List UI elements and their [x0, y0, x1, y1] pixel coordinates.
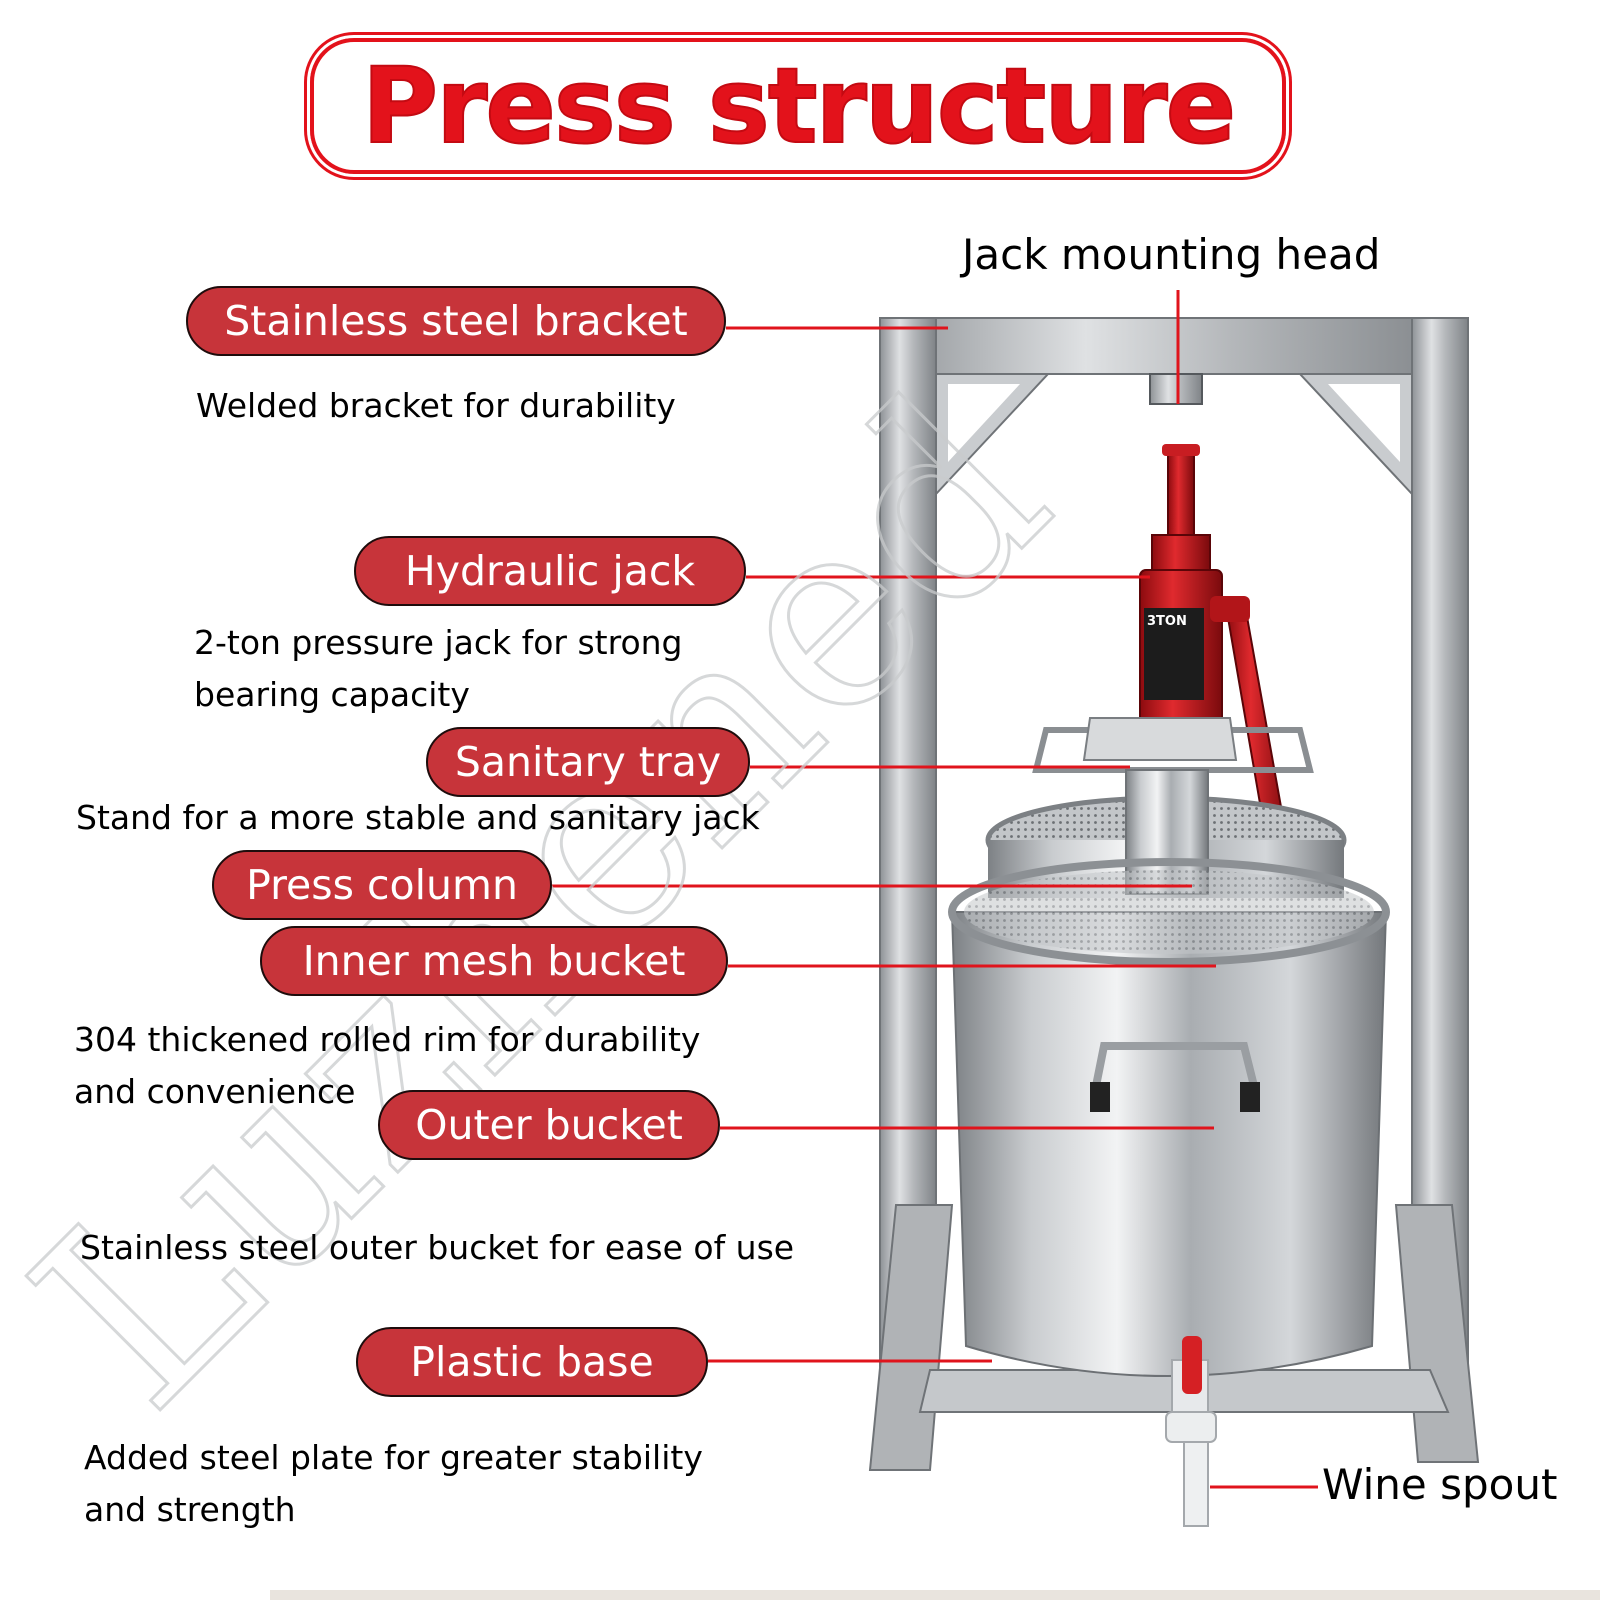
bottom-strip: [270, 1590, 1600, 1600]
hydraulic-jack-description-line-1: 2-ton pressure jack for strong: [194, 623, 683, 662]
leader-lines: [552, 290, 1318, 1489]
hydraulic-jack-description-line-2: bearing capacity: [194, 675, 470, 714]
sanitary-tray: [1032, 717, 1314, 773]
inner-mesh-bucket-description-line-1: 304 thickened rolled rim for durability: [74, 1020, 701, 1059]
sanitary-tray-description: Stand for a more stable and sanitary jac…: [76, 798, 760, 837]
plastic-base-description-line-1: Added steel plate for greater stability: [84, 1438, 703, 1477]
hydraulic-jack-label: Hydraulic jack: [354, 536, 746, 606]
hydraulic-jack: 3TON: [1139, 444, 1290, 852]
stainless-steel-bracket-description: Welded bracket for durability: [196, 386, 676, 425]
inner-mesh-bucket-description-line-2: and convenience: [74, 1072, 356, 1111]
jack-mounting-head: [1149, 373, 1203, 405]
plastic-base-label: Plastic base: [356, 1327, 708, 1397]
stainless-steel-bracket-label: Stainless steel bracket: [186, 286, 726, 356]
page-title: Press structure: [310, 38, 1286, 174]
stainless-steel-frame: [868, 317, 1480, 1471]
wine-spout-callout: Wine spout: [1322, 1460, 1558, 1509]
outer-bucket-description: Stainless steel outer bucket for ease of…: [80, 1228, 795, 1267]
plastic-base-description-line-2: and strength: [84, 1490, 296, 1529]
jack-badge: 3TON: [1147, 614, 1187, 629]
sanitary-tray-label: Sanitary tray: [426, 727, 750, 797]
inner-mesh-bucket-label: Inner mesh bucket: [260, 926, 728, 996]
press-column-label: Press column: [212, 850, 552, 920]
wine-spout: [1165, 1336, 1217, 1527]
outer-bucket-label: Outer bucket: [378, 1090, 720, 1160]
jack-mounting-head-callout: Jack mounting head: [962, 230, 1381, 279]
outer-bucket: [948, 858, 1390, 1377]
